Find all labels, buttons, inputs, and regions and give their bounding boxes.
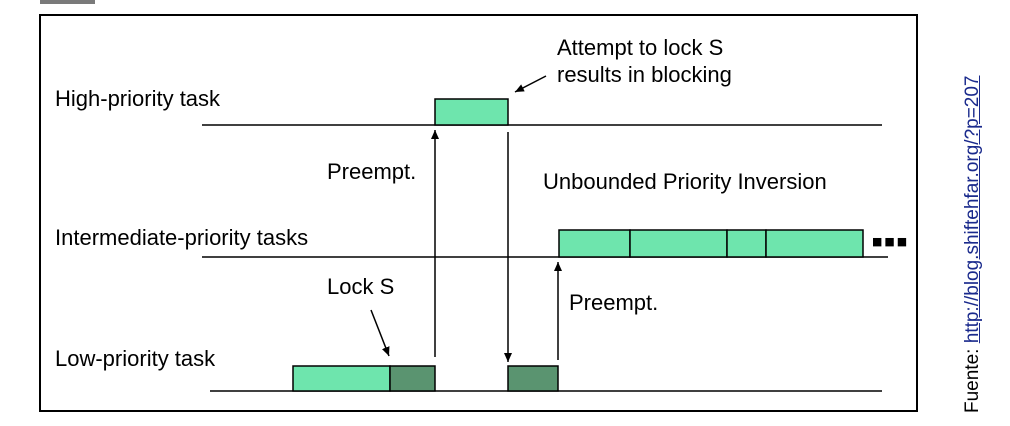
lock-s-pointer-arrow <box>370 309 390 357</box>
low-task-block-locked <box>389 365 436 392</box>
intermediate-task-block-4 <box>765 229 864 258</box>
continuation-ellipsis: ■■■ <box>872 235 909 248</box>
lane-label-intermediate: Intermediate-priority tasks <box>55 225 308 250</box>
annotation-attempt-line2: results in blocking <box>557 62 732 87</box>
lane-label-high: High-priority task <box>55 86 221 111</box>
annotation-unbounded-priority-inversion: Unbounded Priority Inversion <box>543 169 827 194</box>
annotation-lock-s: Lock S <box>327 274 394 299</box>
intermediate-task-block-2 <box>629 229 728 258</box>
diagram-frame <box>39 14 918 412</box>
attempt-pointer-arrow <box>514 75 547 93</box>
top-edge-fragment <box>40 0 95 4</box>
annotation-preempt-bottom: Preempt. <box>569 290 658 315</box>
annotation-attempt-line1: Attempt to lock S <box>557 35 723 60</box>
intermediate-task-block-3 <box>726 229 767 258</box>
intermediate-task-block-1 <box>558 229 631 258</box>
low-task-block-unlocked <box>292 365 391 392</box>
source-prefix: Fuente: <box>962 343 983 413</box>
low-task-block-locked-resume <box>507 365 559 392</box>
lane-label-low: Low-priority task <box>55 346 216 371</box>
source-link[interactable]: http://blog.shiftehfar.org/?p=207 <box>962 75 983 344</box>
high-task-block <box>434 98 509 126</box>
annotation-preempt-top: Preempt. <box>327 159 416 184</box>
